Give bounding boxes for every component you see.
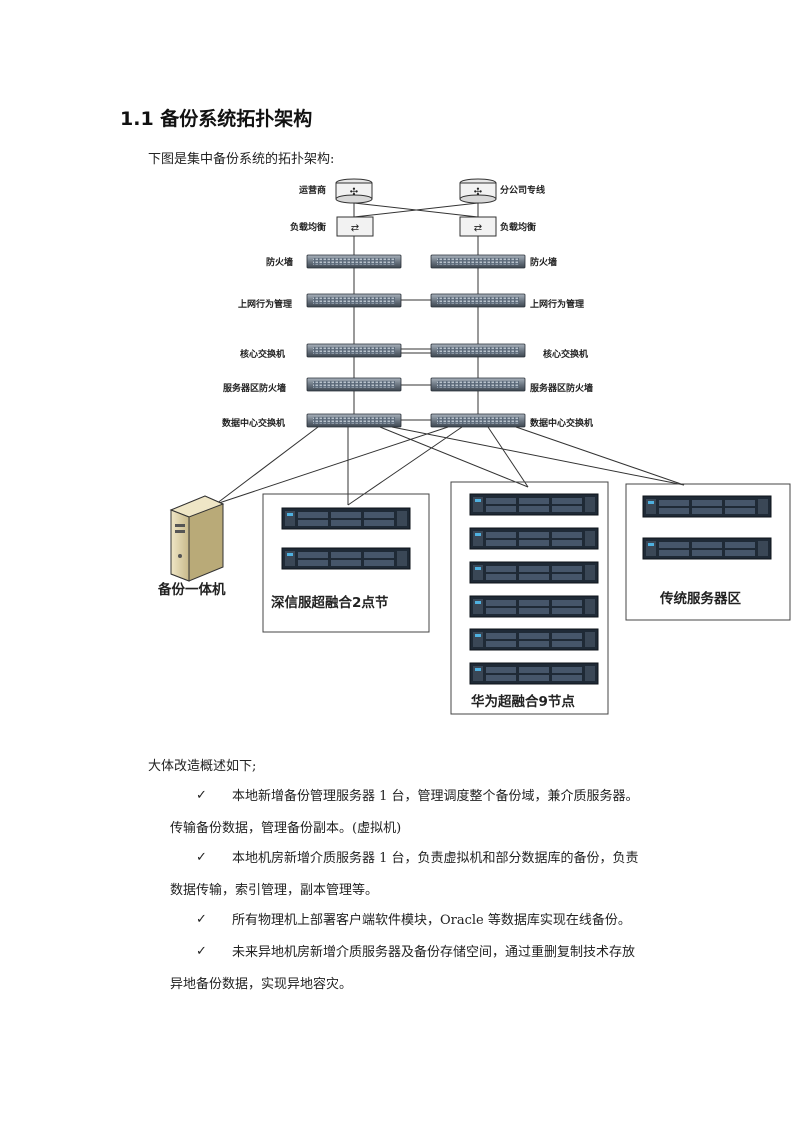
load-balancer-icon-left: ⇄: [336, 216, 374, 237]
section-heading: 1.1 备份系统拓扑架构: [120, 104, 312, 131]
server-huawei-3: [469, 561, 599, 584]
label-dc-left: 数据中心交换机: [222, 417, 285, 429]
server-firewall-left: [306, 377, 402, 392]
label-fw-right: 防火墙: [530, 256, 557, 268]
load-balancer-icon-right: ⇄: [459, 216, 497, 237]
label-sfw-left: 服务器区防火墙: [223, 382, 286, 394]
label-lb-right: 负载均衡: [500, 221, 536, 233]
check-icon: ✓: [196, 912, 207, 927]
label-core-right: 核心交换机: [543, 348, 588, 360]
svg-text:✣: ✣: [474, 187, 482, 198]
label-core-left: 核心交换机: [240, 348, 285, 360]
server-traditional-2: [642, 537, 772, 560]
label-sfw-right: 服务器区防火墙: [530, 382, 593, 394]
bullet-2-line-1: 本地机房新增介质服务器 1 台，负责虚拟机和部分数据库的备份，负责: [232, 851, 639, 866]
server-huawei-5: [469, 628, 599, 651]
label-backup-machine: 备份一体机: [157, 581, 226, 598]
label-lb-left: 负载均衡: [290, 221, 326, 233]
dc-switch-left: [306, 413, 402, 428]
bullet-1-line-1: 本地新增备份管理服务器 1 台，管理调度整个备份域，兼介质服务器。: [232, 789, 639, 804]
check-icon: ✓: [196, 788, 207, 803]
section-title: 备份系统拓扑架构: [160, 108, 313, 130]
bullet-1-line-2: 传输备份数据，管理备份副本。(虚拟机): [170, 821, 402, 836]
server-traditional-1: [642, 495, 772, 518]
firewall-left: [306, 254, 402, 269]
label-group-sangfor: 深信服超融合2点节: [271, 594, 389, 611]
label-group-traditional: 传统服务器区: [659, 590, 741, 607]
server-huawei-1: [469, 493, 599, 516]
core-switch-left: [306, 343, 402, 358]
bullet-4-line-2: 异地备份数据，实现异地容灾。: [170, 977, 353, 992]
firewall-right: [430, 254, 526, 269]
svg-text:⇄: ⇄: [474, 223, 482, 234]
svg-text:✣: ✣: [350, 187, 358, 198]
label-carrier: 运营商: [299, 184, 326, 196]
behavior-mgmt-left: [306, 293, 402, 308]
bullet-3-line-1: 所有物理机上部署客户端软件模块，Oracle 等数据库实现在线备份。: [232, 913, 631, 928]
label-group-huawei: 华为超融合9节点: [471, 693, 575, 710]
router-icon-left: ✣: [335, 178, 373, 204]
check-icon: ✓: [196, 850, 207, 865]
label-behavior-left: 上网行为管理: [238, 298, 292, 310]
svg-text:⇄: ⇄: [351, 223, 359, 234]
group-huawei-box: [450, 481, 609, 715]
backup-machine-icon: [169, 495, 225, 582]
check-icon: ✓: [196, 944, 207, 959]
server-huawei-4: [469, 595, 599, 618]
router-icon-right: ✣: [459, 178, 497, 204]
server-firewall-right: [430, 377, 526, 392]
label-behavior-right: 上网行为管理: [530, 298, 584, 310]
bullet-2-line-2: 数据传输，索引管理，副本管理等。: [170, 883, 379, 898]
summary-intro: 大体改造概述如下;: [148, 759, 257, 774]
core-switch-right: [430, 343, 526, 358]
label-fw-left: 防火墙: [266, 256, 293, 268]
server-huawei-6: [469, 662, 599, 685]
group-traditional-box: [625, 483, 791, 621]
dc-switch-right: [430, 413, 526, 428]
server-sangfor-2: [281, 547, 411, 570]
bullet-4-line-1: 未来异地机房新增介质服务器及备份存储空间，通过重删复制技术存放: [232, 945, 636, 960]
group-sangfor-box: [262, 493, 430, 633]
section-number: 1.1: [120, 108, 154, 130]
server-sangfor-1: [281, 507, 411, 530]
label-branch-line: 分公司专线: [500, 184, 545, 196]
server-huawei-2: [469, 527, 599, 550]
behavior-mgmt-right: [430, 293, 526, 308]
intro-text: 下图是集中备份系统的拓扑架构:: [148, 152, 335, 167]
label-dc-right: 数据中心交换机: [530, 417, 593, 429]
